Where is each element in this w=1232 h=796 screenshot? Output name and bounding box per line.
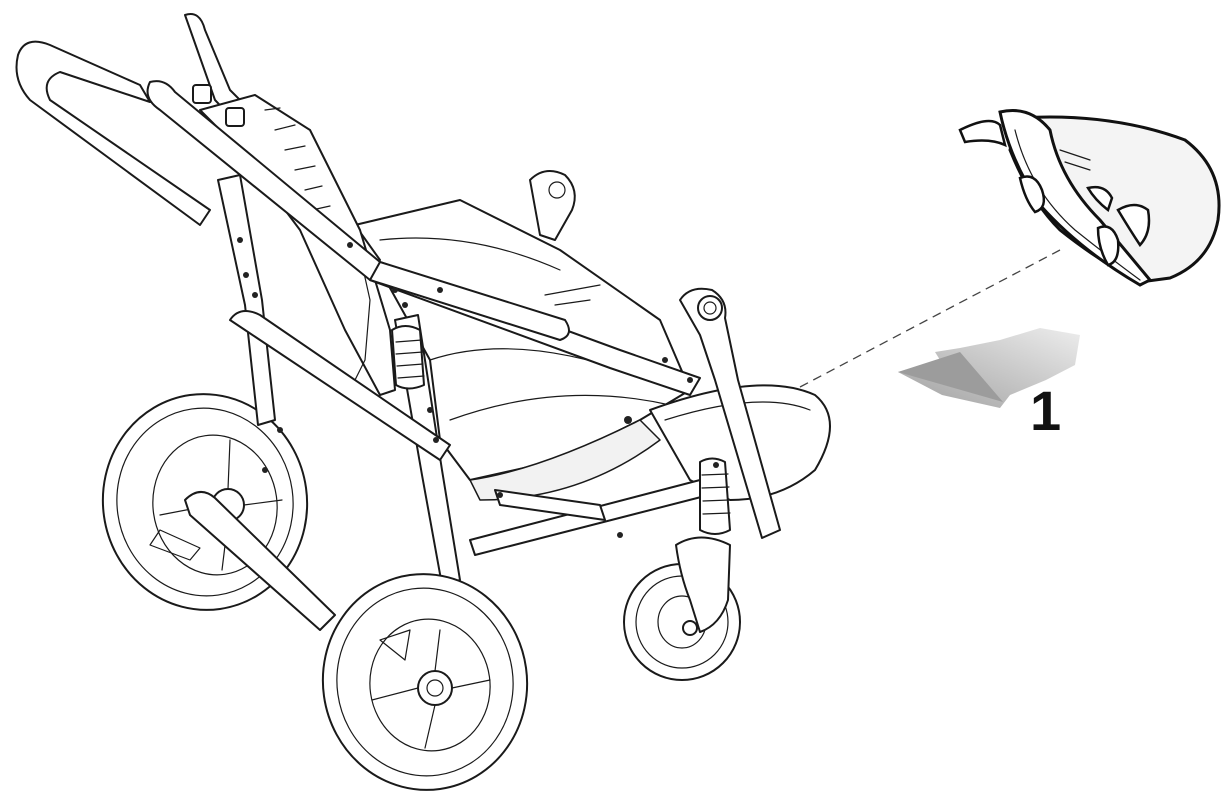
handle-knobs <box>192 84 576 241</box>
front-upright <box>679 287 781 539</box>
direction-arrow <box>898 328 1080 408</box>
side-frame-tube <box>146 80 701 396</box>
guide-dashed-line <box>799 249 1061 388</box>
lower-frame <box>184 310 731 631</box>
stroller-frame <box>15 13 831 791</box>
frame-bolts <box>237 237 719 538</box>
front-caster-wheel <box>623 536 741 681</box>
footrest-cover <box>958 109 1221 287</box>
step-number-label: 1 <box>1030 379 1061 442</box>
rear-right-wheel <box>321 573 529 791</box>
seat-unit <box>354 199 691 501</box>
